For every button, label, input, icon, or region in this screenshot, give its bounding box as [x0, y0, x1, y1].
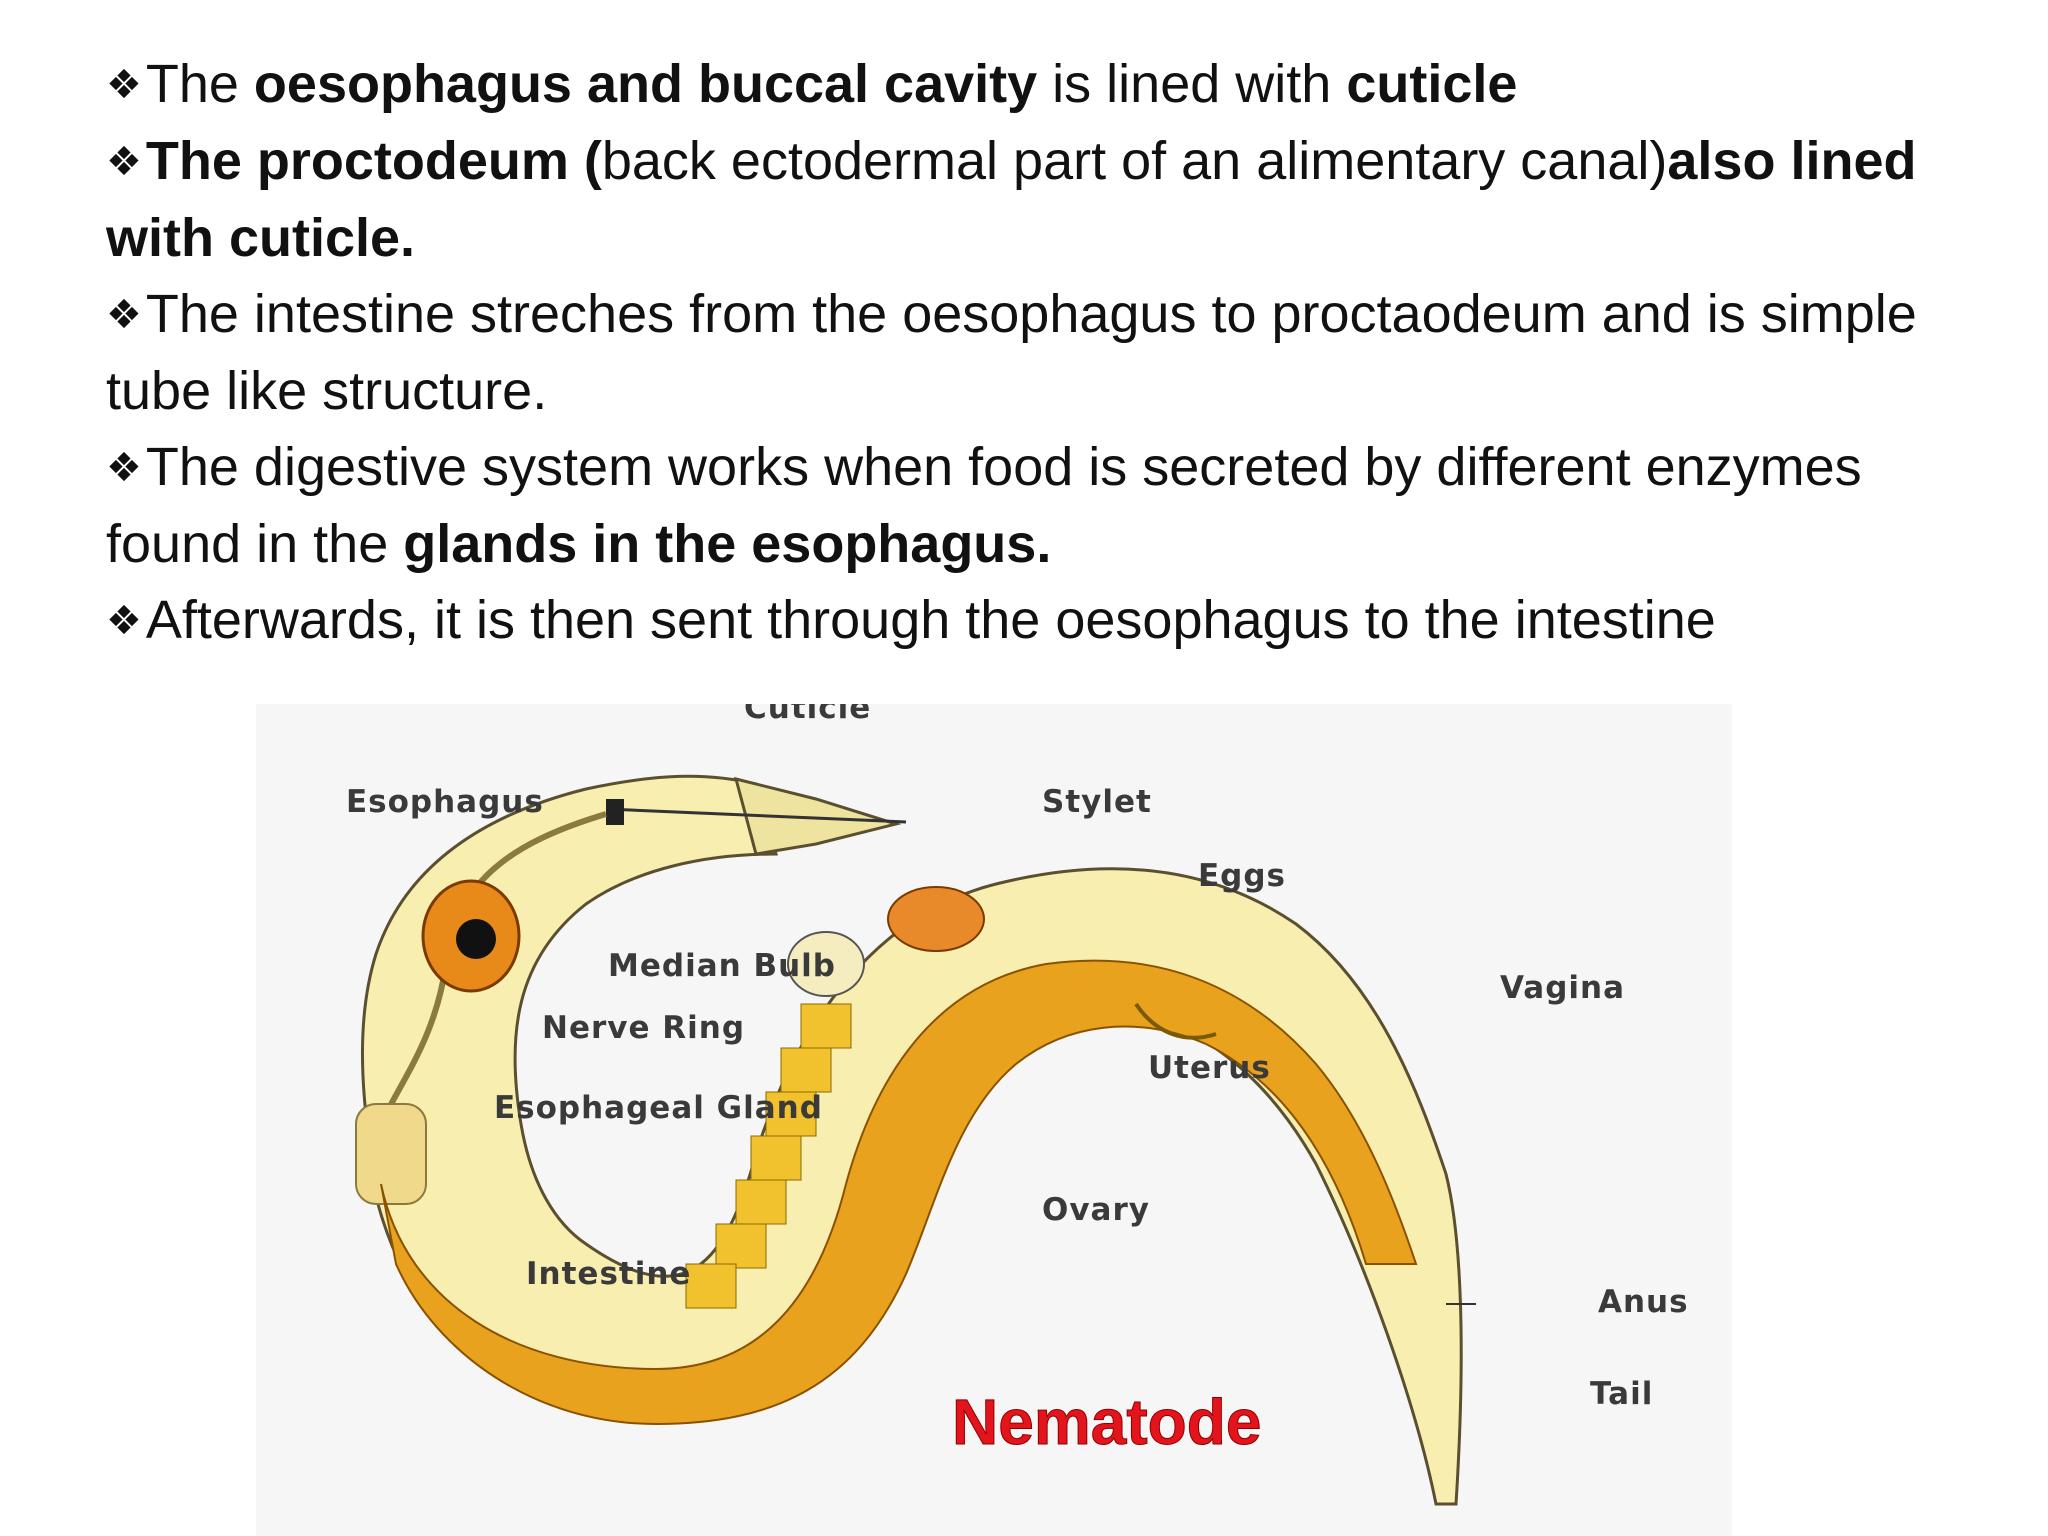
label-stylet: Stylet	[1042, 784, 1152, 820]
label-cuticle: Cuticle	[744, 704, 871, 726]
bullet-item: ❖The digestive system works when food is…	[106, 429, 1986, 582]
label-median-bulb: Median Bulb	[608, 948, 836, 984]
diagram-title: Nematode	[952, 1386, 1261, 1458]
label-ovary: Ovary	[1042, 1192, 1150, 1228]
nematode-illustration: Cuticle Esophagus Stylet Eggs Median Bul…	[346, 704, 1689, 1506]
label-eggs: Eggs	[1198, 858, 1286, 894]
label-esophagus: Esophagus	[346, 784, 544, 820]
text-segment-bold: cuticle	[1346, 54, 1518, 114]
nematode-diagram: Cuticle Esophagus Stylet Eggs Median Bul…	[256, 704, 1732, 1536]
text-segment-bold: oesophagus and buccal cavity	[253, 54, 1038, 114]
esophageal-gland	[355, 1103, 427, 1205]
ovary-cells	[685, 1003, 852, 1309]
text-segment: The digestive system works when food is …	[106, 437, 1862, 574]
text-segment-bold: The proctodeum (	[145, 131, 602, 191]
diamond-bullet-icon: ❖	[106, 445, 142, 491]
intestine	[380, 959, 1418, 1426]
text-segment: The	[145, 54, 254, 114]
text-segment-bold: also lined with cuticle.	[106, 131, 1917, 268]
label-nerve-ring: Nerve Ring	[542, 1010, 745, 1046]
label-vagina: Vagina	[1500, 970, 1625, 1006]
stylet-knob	[606, 799, 624, 825]
egg	[887, 886, 985, 952]
text-segment: is lined with	[1037, 54, 1347, 114]
bullet-list: ❖The oesophagus and buccal cavity is lin…	[106, 46, 1986, 659]
stylet-line	[605, 807, 907, 824]
diamond-bullet-icon: ❖	[106, 292, 142, 338]
text-segment: back ectodermal part of an alimentary ca…	[601, 131, 1668, 191]
label-intestine: Intestine	[526, 1256, 691, 1292]
bullet-item: ❖The proctodeum (back ectodermal part of…	[106, 123, 1986, 276]
text-segment: The intestine streches from the oesophag…	[106, 284, 1917, 421]
label-anus: Anus	[1598, 1284, 1689, 1320]
egg	[787, 931, 865, 997]
label-esophageal-gland: Esophageal Gland	[494, 1090, 823, 1126]
diamond-bullet-icon: ❖	[106, 139, 142, 185]
diamond-bullet-icon: ❖	[106, 598, 142, 644]
bullet-item: ❖Afterwards, it is then sent through the…	[106, 582, 1986, 659]
bullet-item: ❖The intestine streches from the oesopha…	[106, 276, 1986, 429]
text-segment-bold: glands in the esophagus.	[403, 514, 1052, 574]
diamond-bullet-icon: ❖	[106, 62, 142, 108]
text-segment: Afterwards, it is then sent through the …	[145, 590, 1716, 650]
label-uterus: Uterus	[1148, 1050, 1271, 1086]
median-bulb-valve	[456, 919, 496, 959]
label-tail: Tail	[1590, 1376, 1653, 1412]
nematode-head	[733, 776, 902, 856]
bullet-item: ❖The oesophagus and buccal cavity is lin…	[106, 46, 1986, 123]
vagina	[1134, 1002, 1217, 1040]
